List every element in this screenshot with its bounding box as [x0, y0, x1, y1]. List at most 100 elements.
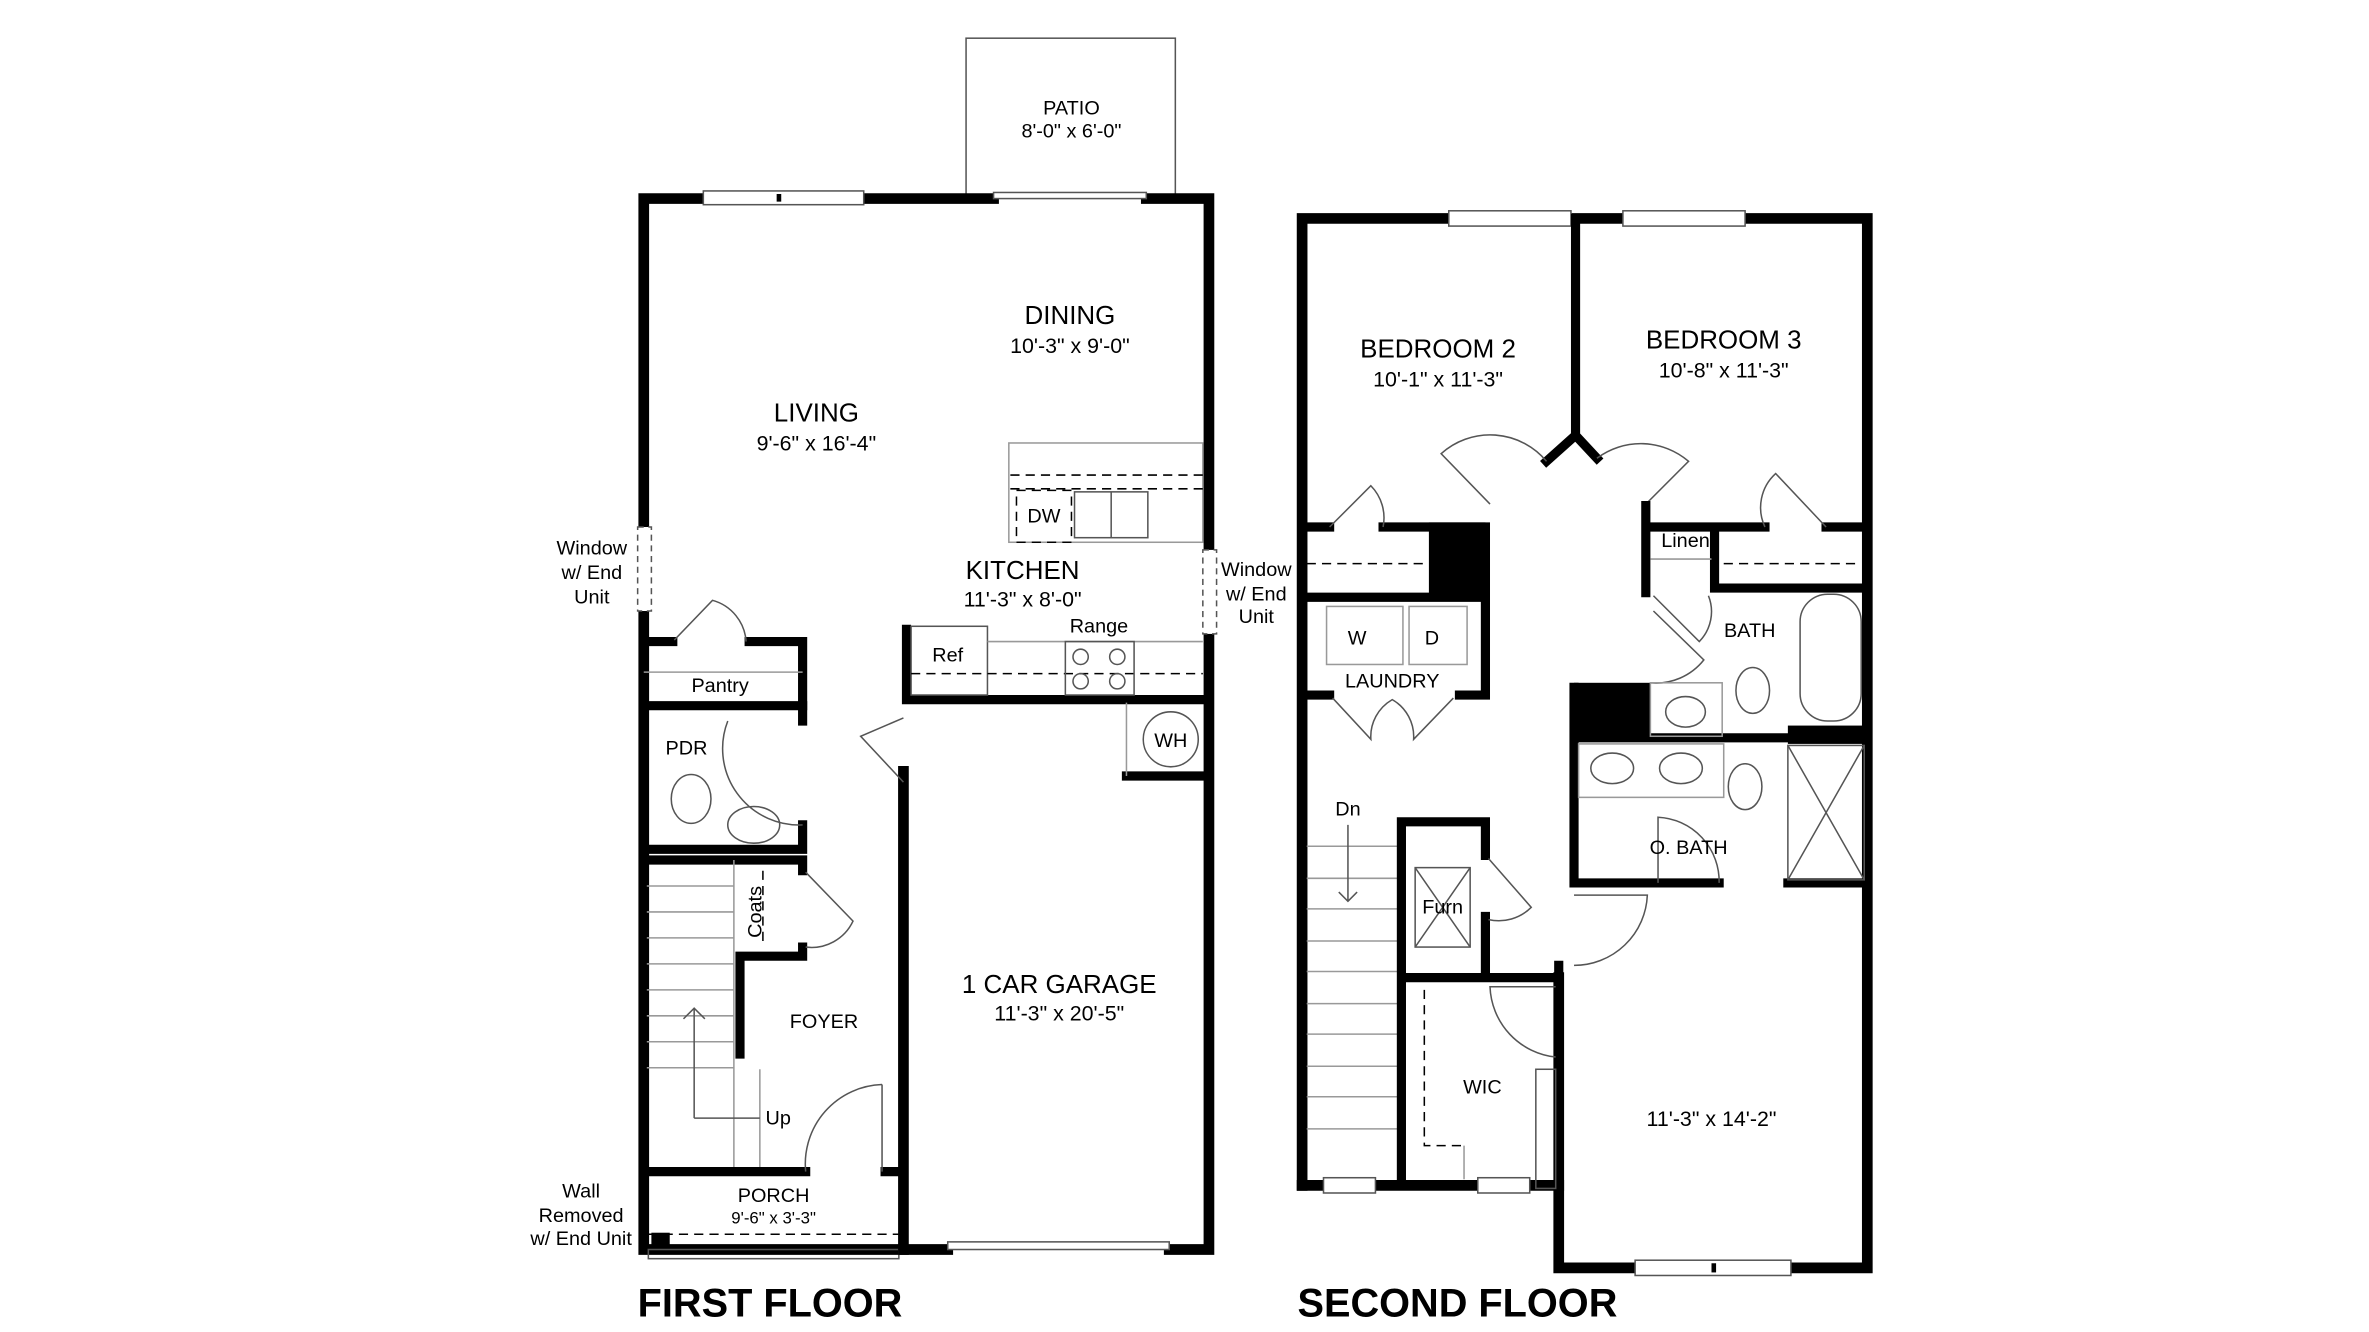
dryer-icon: [1408, 605, 1468, 666]
first-floor-title: FIRST FLOOR: [638, 1282, 903, 1326]
svg-text:Removed: Removed: [539, 1205, 624, 1227]
ref-label: Ref: [932, 644, 963, 666]
window: [1322, 1176, 1377, 1194]
window-note-left: Window w/ End Unit: [557, 537, 628, 608]
patio-size: 8'-0" x 6'-0": [1021, 120, 1121, 142]
dishwasher: [1015, 489, 1073, 544]
linen-door[interactable]: [1652, 595, 1713, 643]
kitchen-label: KITCHEN: [966, 555, 1080, 585]
window: [1477, 1176, 1531, 1194]
up-arrow-icon: [682, 1007, 760, 1119]
pantry-door[interactable]: [673, 599, 747, 642]
living-size: 9'-6" x 16'-4": [757, 432, 877, 456]
interior-wall: [1396, 817, 1564, 1190]
sink-icon: [727, 805, 781, 844]
toilet-icon: [670, 773, 712, 825]
up-label: Up: [765, 1107, 790, 1129]
washer-label: W: [1348, 628, 1367, 650]
interior-wall: [901, 624, 1214, 705]
refrigerator: [910, 625, 989, 696]
bedroom2-door[interactable]: [1440, 434, 1548, 505]
furnace-icon: [1414, 866, 1471, 948]
linen-label: Linen: [1661, 530, 1710, 552]
owner-bath-door[interactable]: [1657, 816, 1720, 883]
garage-label: 1 CAR GARAGE: [962, 969, 1157, 999]
shower-icon: [1787, 744, 1866, 881]
closet-door[interactable]: [1759, 472, 1827, 528]
second-floor-title: SECOND FLOOR: [1298, 1282, 1618, 1326]
front-door[interactable]: [804, 1083, 883, 1172]
bedroom3-size: 10'-8" x 11'-3": [1659, 358, 1789, 382]
dining-label: DINING: [1025, 300, 1116, 330]
dining-size: 10'-3" x 9'-0": [1010, 334, 1130, 358]
laundry-label: LAUNDRY: [1345, 670, 1439, 692]
coats-door[interactable]: [805, 871, 854, 949]
furnace-door[interactable]: [1487, 857, 1533, 922]
kitchen-island: [1008, 442, 1204, 544]
window: [1202, 549, 1218, 635]
porch-label: PORCH: [738, 1185, 810, 1207]
garage-entry-door[interactable]: [859, 717, 904, 783]
svg-text:w/ End: w/ End: [1225, 583, 1287, 605]
interior-wall: [639, 855, 808, 1059]
window: [702, 190, 865, 206]
toilet-icon: [1727, 762, 1763, 811]
dn-label: Dn: [1335, 799, 1360, 821]
svg-text:Window: Window: [557, 537, 628, 559]
interior-wall: [639, 636, 808, 711]
coats-label: Coats: [744, 886, 766, 938]
svg-text:w/ End: w/ End: [560, 562, 622, 584]
wh-label: WH: [1154, 730, 1187, 752]
svg-text:Wall: Wall: [562, 1181, 600, 1203]
living-label: LIVING: [774, 398, 859, 428]
kitchen-size: 11'-3" x 8'-0": [964, 587, 1082, 611]
interior-wall: [1540, 213, 1604, 468]
owner-bedroom-size: 11'-3" x 14'-2": [1647, 1107, 1777, 1131]
bedroom3-label: BEDROOM 3: [1646, 324, 1802, 354]
interior-wall: [1641, 501, 1872, 598]
range-label: Range: [1070, 615, 1128, 637]
sink-icon: [1658, 752, 1704, 785]
pantry-label: Pantry: [691, 675, 748, 697]
bedroom3-door[interactable]: [1596, 442, 1690, 507]
window: [1622, 210, 1746, 227]
pdr-label: PDR: [666, 738, 708, 760]
washer-icon: [1325, 605, 1404, 666]
dryer-label: D: [1425, 628, 1439, 650]
garage-size: 11'-3" x 20'-5": [994, 1001, 1124, 1025]
wic-door[interactable]: [1489, 986, 1556, 1058]
exterior-wall: [638, 193, 999, 1255]
sink-icon: [1590, 752, 1635, 785]
patio-label: PATIO: [1043, 98, 1100, 120]
interior-wall: [639, 701, 808, 854]
interior-wall: [1297, 522, 1491, 700]
svg-text:Unit: Unit: [1239, 606, 1275, 628]
bathtub-icon: [1799, 593, 1862, 722]
down-arrow-icon: [1338, 824, 1358, 903]
laundry-doors[interactable]: [1332, 697, 1454, 742]
porch-size: 9'-6" x 3'-3": [731, 1209, 816, 1228]
range-icon: [1064, 640, 1135, 696]
window: [636, 526, 653, 612]
furn-label: Furn: [1422, 896, 1463, 918]
pdr-door[interactable]: [721, 720, 803, 826]
bath-label: BATH: [1724, 620, 1775, 642]
window: [1447, 210, 1572, 227]
bedroom1-door[interactable]: [1574, 894, 1649, 967]
svg-text:Window: Window: [1221, 559, 1292, 581]
second-floor-plan: BEDROOM 2 10'-1" x 11'-3" BEDROOM 3 10'-…: [1296, 210, 1873, 1326]
bedroom2-size: 10'-1" x 11'-3": [1373, 367, 1503, 391]
closet-door[interactable]: [1329, 484, 1385, 528]
staircase: [1306, 824, 1400, 1186]
exterior-wall: [898, 193, 1215, 1255]
garage-door[interactable]: [946, 1241, 1170, 1251]
sliding-door: [992, 191, 1148, 200]
svg-text:Unit: Unit: [574, 586, 610, 608]
bath-door[interactable]: [1650, 610, 1705, 684]
bedroom2-label: BEDROOM 2: [1360, 333, 1516, 363]
dishwasher-label: DW: [1027, 505, 1060, 527]
foyer-label: FOYER: [790, 1011, 858, 1033]
owner-bath-label: O. BATH: [1650, 837, 1728, 859]
water-heater-icon: [1142, 711, 1200, 768]
